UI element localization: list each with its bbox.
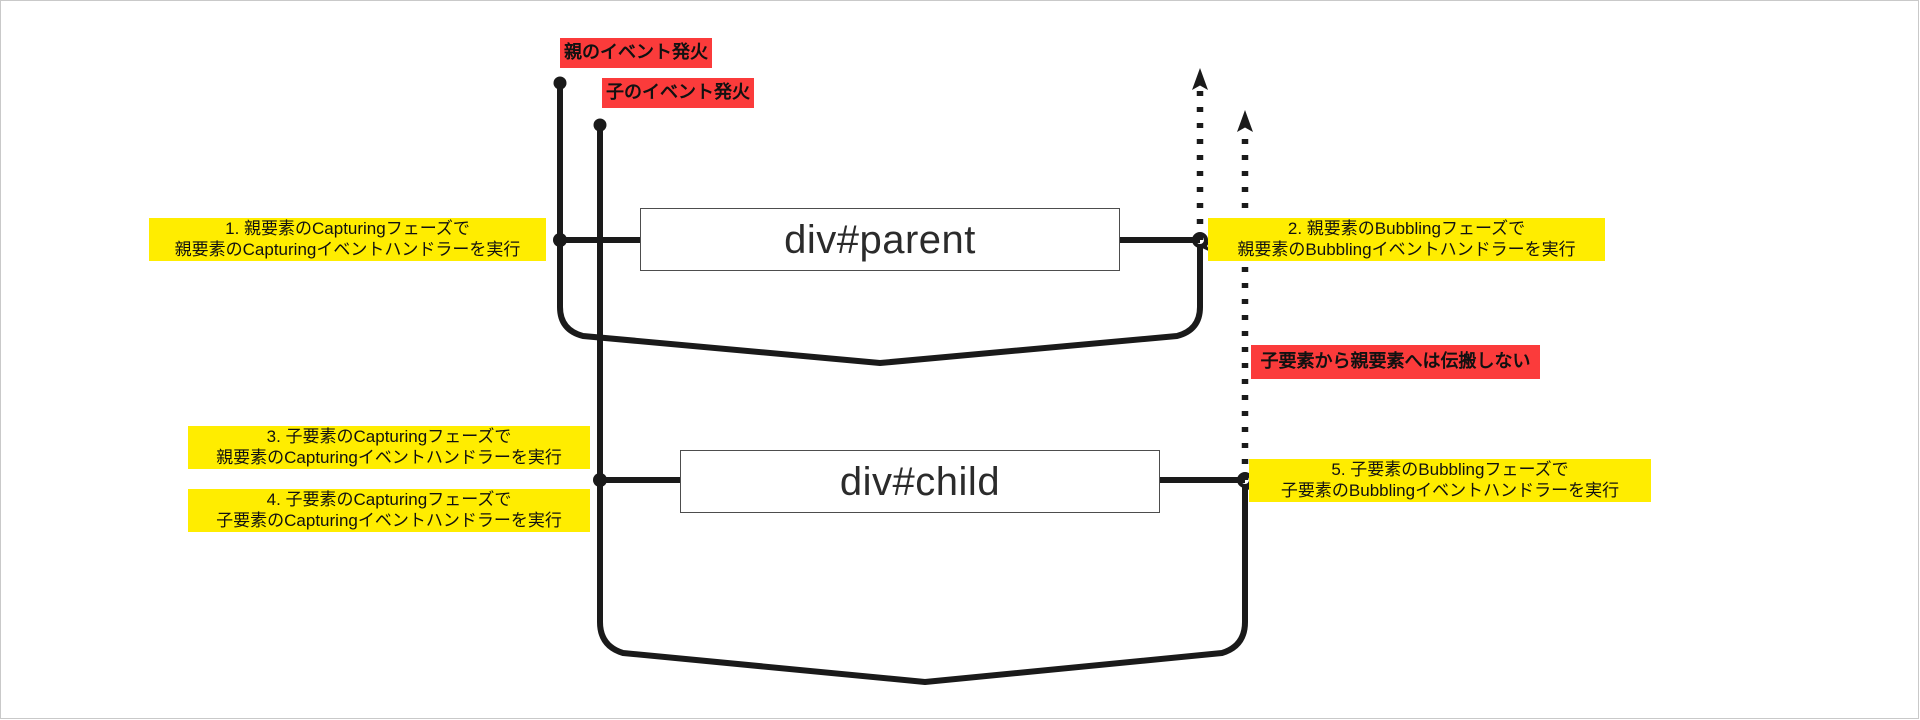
callout-step-1-line1: 1. 親要素のCapturingフェーズで (225, 218, 470, 238)
callout-step-4-line1: 4. 子要素のCapturingフェーズで (266, 489, 512, 509)
callout-step-4-line2: 子要素のCapturingイベントハンドラーを実行 (216, 510, 562, 530)
callout-step-5: 5. 子要素のBubblingフェーズで 子要素のBubblingイベントハンド… (1249, 459, 1651, 502)
callout-parent-event-fire: 親のイベント発火 (560, 38, 712, 68)
callout-parent-event-fire-text: 親のイベント発火 (564, 42, 708, 63)
callout-step-2-line1: 2. 親要素のBubblingフェーズで (1287, 218, 1526, 238)
callout-step-2: 2. 親要素のBubblingフェーズで 親要素のBubblingイベントハンド… (1208, 218, 1605, 261)
callout-step-1: 1. 親要素のCapturingフェーズで 親要素のCapturingイベントハ… (149, 218, 546, 261)
callout-no-propagation-text: 子要素から親要素へは伝搬しない (1260, 351, 1531, 372)
node-box-child: div#child (680, 450, 1160, 513)
callout-child-event-fire-text: 子のイベント発火 (606, 82, 750, 103)
callout-no-propagation: 子要素から親要素へは伝搬しない (1251, 345, 1540, 379)
parent-bubbling-dotted-arrow (1192, 68, 1208, 248)
node-box-child-label: div#child (839, 459, 1001, 504)
callout-step-2-line2: 親要素のBubblingイベントハンドラーを実行 (1237, 239, 1576, 259)
callout-step-5-line1: 5. 子要素のBubblingフェーズで (1331, 459, 1569, 479)
node-box-parent-label: div#parent (784, 217, 976, 262)
child-bubbling-dotted-arrow (1237, 110, 1253, 488)
callout-step-3-line1: 3. 子要素のCapturingフェーズで (266, 426, 512, 446)
callout-child-event-fire: 子のイベント発火 (602, 78, 754, 108)
child-capturing-path (593, 118, 1256, 685)
callout-step-3-line2: 親要素のCapturingイベントハンドラーを実行 (216, 447, 562, 467)
callout-step-1-line2: 親要素のCapturingイベントハンドラーを実行 (174, 239, 521, 259)
callout-step-3: 3. 子要素のCapturingフェーズで 親要素のCapturingイベントハ… (188, 426, 590, 469)
callout-step-5-line2: 子要素のBubblingイベントハンドラーを実行 (1280, 480, 1620, 500)
callout-step-4: 4. 子要素のCapturingフェーズで 子要素のCapturingイベントハ… (188, 489, 590, 532)
node-box-parent: div#parent (640, 208, 1120, 271)
